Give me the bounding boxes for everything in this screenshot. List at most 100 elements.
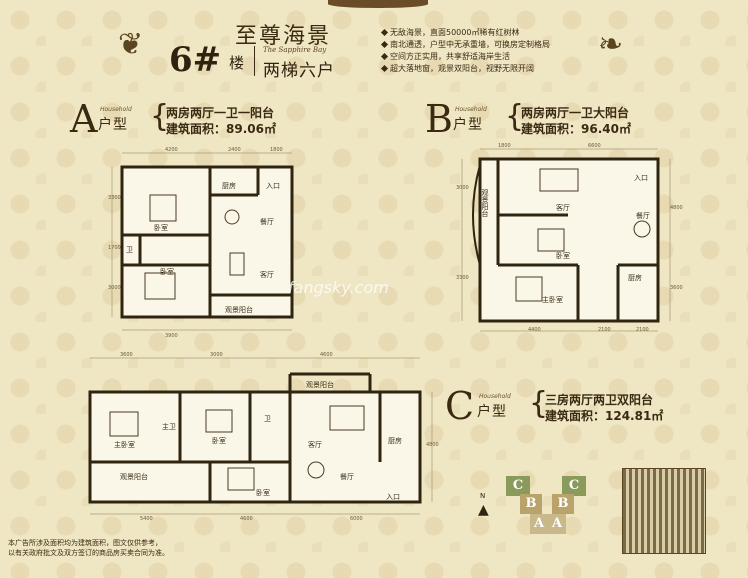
room-bedroom-3: 卧室	[256, 489, 270, 497]
floorplan-c: 观景阳台 主卫 卧室 卫 主卧室 卧室 客厅 厨房 观景阳台 卧室 餐厅 入口 …	[80, 352, 440, 524]
site-block-c-left: C	[506, 476, 530, 496]
feature-item: 空间方正实用，共享舒适海岸生活	[380, 51, 550, 63]
unit-c-title: C Household 户型 { 三房两厅两卫双阳台 建筑面积：124.81㎡	[445, 387, 745, 427]
dim-left-1: 3000	[456, 185, 469, 191]
site-block-c-right: C	[562, 476, 586, 496]
room-balcony-top: 观景阳台	[306, 381, 334, 389]
room-master-bedroom: 主卧室	[542, 296, 563, 304]
unit-a-letter: A	[70, 97, 98, 141]
dim-bottom-1: 4400	[528, 327, 541, 333]
unit-c-area: 建筑面积：124.81㎡	[545, 409, 664, 423]
dim-top-3: 4600	[320, 352, 333, 358]
page-title: 至尊海景	[235, 24, 332, 49]
room-master-bath: 主卫	[162, 423, 176, 431]
unit-b-type: 户型	[453, 117, 483, 133]
building-suffix: 楼	[229, 54, 245, 72]
subtitle-en: The Sapphire Bay	[263, 46, 327, 54]
unit-b-household: Household	[455, 106, 487, 113]
dim-bottom-3: 6000	[350, 516, 363, 522]
feature-item: 南北通透，户型中无承重墙，可换房定制格局	[380, 39, 550, 51]
unit-b-desc: 两房两厅一卫大阳台	[521, 106, 630, 120]
dim-right-1: 4800	[426, 442, 439, 448]
building-number: 6#	[169, 40, 222, 80]
left-ornament-icon: ❦	[118, 27, 144, 62]
unit-c-household: Household	[479, 393, 511, 400]
room-living: 客厅	[556, 204, 570, 212]
dim-bottom-1: 3900	[165, 333, 178, 339]
dim-right-2: 3600	[670, 285, 683, 291]
unit-a-brace: {	[150, 99, 170, 134]
dim-top-1: 1800	[498, 143, 511, 149]
feature-text: 南北通透，户型中无承重墙，可换房定制格局	[390, 40, 550, 49]
units-per-floor: 两梯六户	[263, 61, 335, 81]
dim-top-2: 6600	[588, 143, 601, 149]
room-balcony-bottom: 观景阳台	[120, 473, 148, 481]
dim-bottom-2: 4600	[240, 516, 253, 522]
dim-top-2: 2400	[228, 147, 241, 153]
room-dining: 餐厅	[260, 218, 274, 226]
site-block-a-left: A	[530, 514, 548, 534]
room-bedroom-1: 卧室	[154, 224, 168, 232]
unit-b-letter: B	[425, 97, 453, 141]
site-map-thumbnail	[622, 468, 706, 554]
unit-a-desc: 两房两厅一卫一阳台	[166, 106, 275, 120]
disclaimer: 本广告所涉及面积均为建筑面积，图文仅供参考， 以有关政府批文及双方签订的商品房买…	[8, 538, 169, 558]
feature-text: 超大落地窗，观景双阳台，视野无限开阔	[390, 64, 534, 73]
room-kitchen: 厨房	[628, 274, 642, 282]
floorplan-b: 观景阳台 入口 客厅 餐厅 卧室 厨房 主卧室 1800 6600 3000 4…	[456, 143, 683, 340]
room-bedroom: 卧室	[556, 252, 570, 260]
dim-top-3: 1800	[270, 147, 283, 153]
room-entrance: 入口	[634, 174, 648, 182]
unit-b-brace: {	[505, 99, 525, 134]
unit-c-desc: 三房两厅两卫双阳台	[545, 393, 654, 407]
feature-text: 无敌海景，直面50000㎡稀有红树林	[390, 28, 520, 37]
floorplan-c-drawing	[88, 357, 433, 515]
dim-left-1: 3300	[108, 195, 121, 201]
feature-list: 无敌海景，直面50000㎡稀有红树林 南北通透，户型中无承重墙，可换房定制格局 …	[380, 27, 550, 75]
dim-top-1: 3600	[120, 352, 133, 358]
top-crest	[328, 0, 428, 8]
unit-a-title: A Household 户型 { 两房两厅一卫一阳台 建筑面积：89.06㎡	[70, 100, 370, 140]
room-balcony: 观景阳台	[225, 306, 253, 314]
room-dining: 餐厅	[340, 473, 354, 481]
dim-top-2: 3000	[210, 352, 223, 358]
unit-c-brace: {	[529, 386, 549, 421]
unit-b-area: 建筑面积：96.40㎡	[521, 122, 631, 136]
room-kitchen: 厨房	[222, 182, 236, 190]
dim-top-1: 4200	[165, 147, 178, 153]
room-living: 客厅	[260, 271, 274, 279]
room-bedroom-1: 卧室	[212, 437, 226, 445]
dim-right-1: 4800	[670, 205, 683, 211]
room-entrance: 入口	[266, 182, 280, 190]
site-block-b-right: B	[552, 494, 574, 514]
unit-a-type: 户型	[98, 117, 128, 133]
disclaimer-line-1: 本广告所涉及面积均为建筑面积，图文仅供参考，	[8, 539, 162, 547]
feature-item: 超大落地窗，观景双阳台，视野无限开阔	[380, 63, 550, 75]
room-dining: 餐厅	[636, 212, 650, 220]
dim-bottom-2: 2100	[598, 327, 611, 333]
compass-letter: N	[480, 492, 486, 500]
feature-item: 无敌海景，直面50000㎡稀有红树林	[380, 27, 550, 39]
dim-left-2: 1700	[108, 245, 121, 251]
right-ornament-icon: ❧	[598, 27, 624, 62]
room-master-bedroom: 主卧室	[114, 441, 135, 449]
dim-bottom-1: 5400	[140, 516, 153, 522]
room-balcony: 观景阳台	[481, 189, 489, 217]
dim-bottom-3: 2100	[636, 327, 649, 333]
floorplan-a-drawing	[111, 152, 294, 331]
floorplan-b-drawing	[461, 148, 671, 332]
dim-left-3: 3000	[108, 285, 121, 291]
floorplan-a: 厨房 入口 卧室 餐厅 卫 卧室 客厅 观景阳台 4200 2400 1800 …	[108, 145, 310, 340]
feature-text: 空间方正实用，共享舒适海岸生活	[390, 52, 510, 61]
unit-a-area: 建筑面积：89.06㎡	[166, 122, 276, 136]
unit-c-letter: C	[445, 384, 475, 428]
header: 至尊海景 6# 楼 The Sapphire Bay 两梯六户	[165, 14, 375, 84]
room-bedroom-2: 卧室	[160, 268, 174, 276]
unit-a-household: Household	[100, 106, 132, 113]
compass-icon: ▲	[478, 502, 489, 518]
room-bath: 卫	[126, 246, 133, 254]
site-block-a-right: A	[548, 514, 566, 534]
site-plan: ▲ N C C B B A A	[478, 462, 710, 560]
dim-left-2: 3300	[456, 275, 469, 281]
room-living: 客厅	[308, 441, 322, 449]
